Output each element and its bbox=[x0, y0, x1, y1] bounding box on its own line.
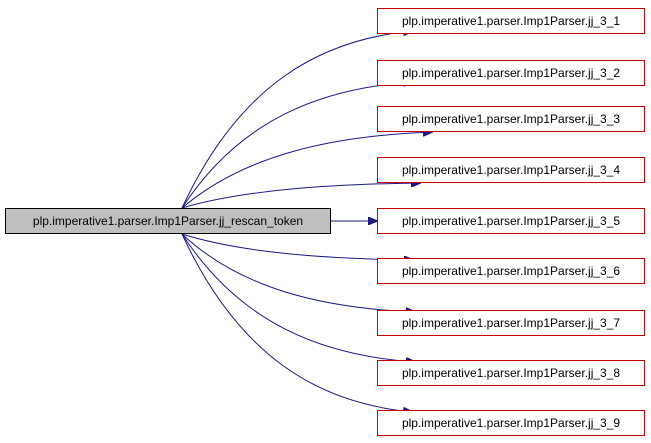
source-node-jj-rescan-token[interactable]: plp.imperative1.parser.Imp1Parser.jj_res… bbox=[5, 208, 331, 234]
target-node-jj-3-6[interactable]: plp.imperative1.parser.Imp1Parser.jj_3_6 bbox=[377, 258, 645, 284]
target-node-jj-3-9[interactable]: plp.imperative1.parser.Imp1Parser.jj_3_9 bbox=[377, 410, 645, 436]
target-node-jj-3-7[interactable]: plp.imperative1.parser.Imp1Parser.jj_3_7 bbox=[377, 310, 645, 336]
target-node-jj-3-2[interactable]: plp.imperative1.parser.Imp1Parser.jj_3_2 bbox=[377, 60, 645, 86]
edge-to-jj-3-4 bbox=[181, 183, 420, 209]
edge-to-jj-3-6 bbox=[181, 233, 413, 260]
target-node-jj-3-1[interactable]: plp.imperative1.parser.Imp1Parser.jj_3_1 bbox=[377, 8, 645, 34]
target-node-jj-3-4[interactable]: plp.imperative1.parser.Imp1Parser.jj_3_4 bbox=[377, 157, 645, 183]
edge-to-jj-3-9 bbox=[181, 233, 412, 412]
edge-to-jj-3-7 bbox=[181, 233, 415, 312]
edge-to-jj-3-3 bbox=[181, 132, 432, 209]
edge-to-jj-3-8 bbox=[181, 233, 415, 362]
edge-to-jj-3-1 bbox=[181, 31, 412, 209]
target-node-jj-3-8[interactable]: plp.imperative1.parser.Imp1Parser.jj_3_8 bbox=[377, 360, 645, 386]
target-node-jj-3-3[interactable]: plp.imperative1.parser.Imp1Parser.jj_3_3 bbox=[377, 106, 645, 132]
target-node-jj-3-5[interactable]: plp.imperative1.parser.Imp1Parser.jj_3_5 bbox=[377, 208, 645, 234]
